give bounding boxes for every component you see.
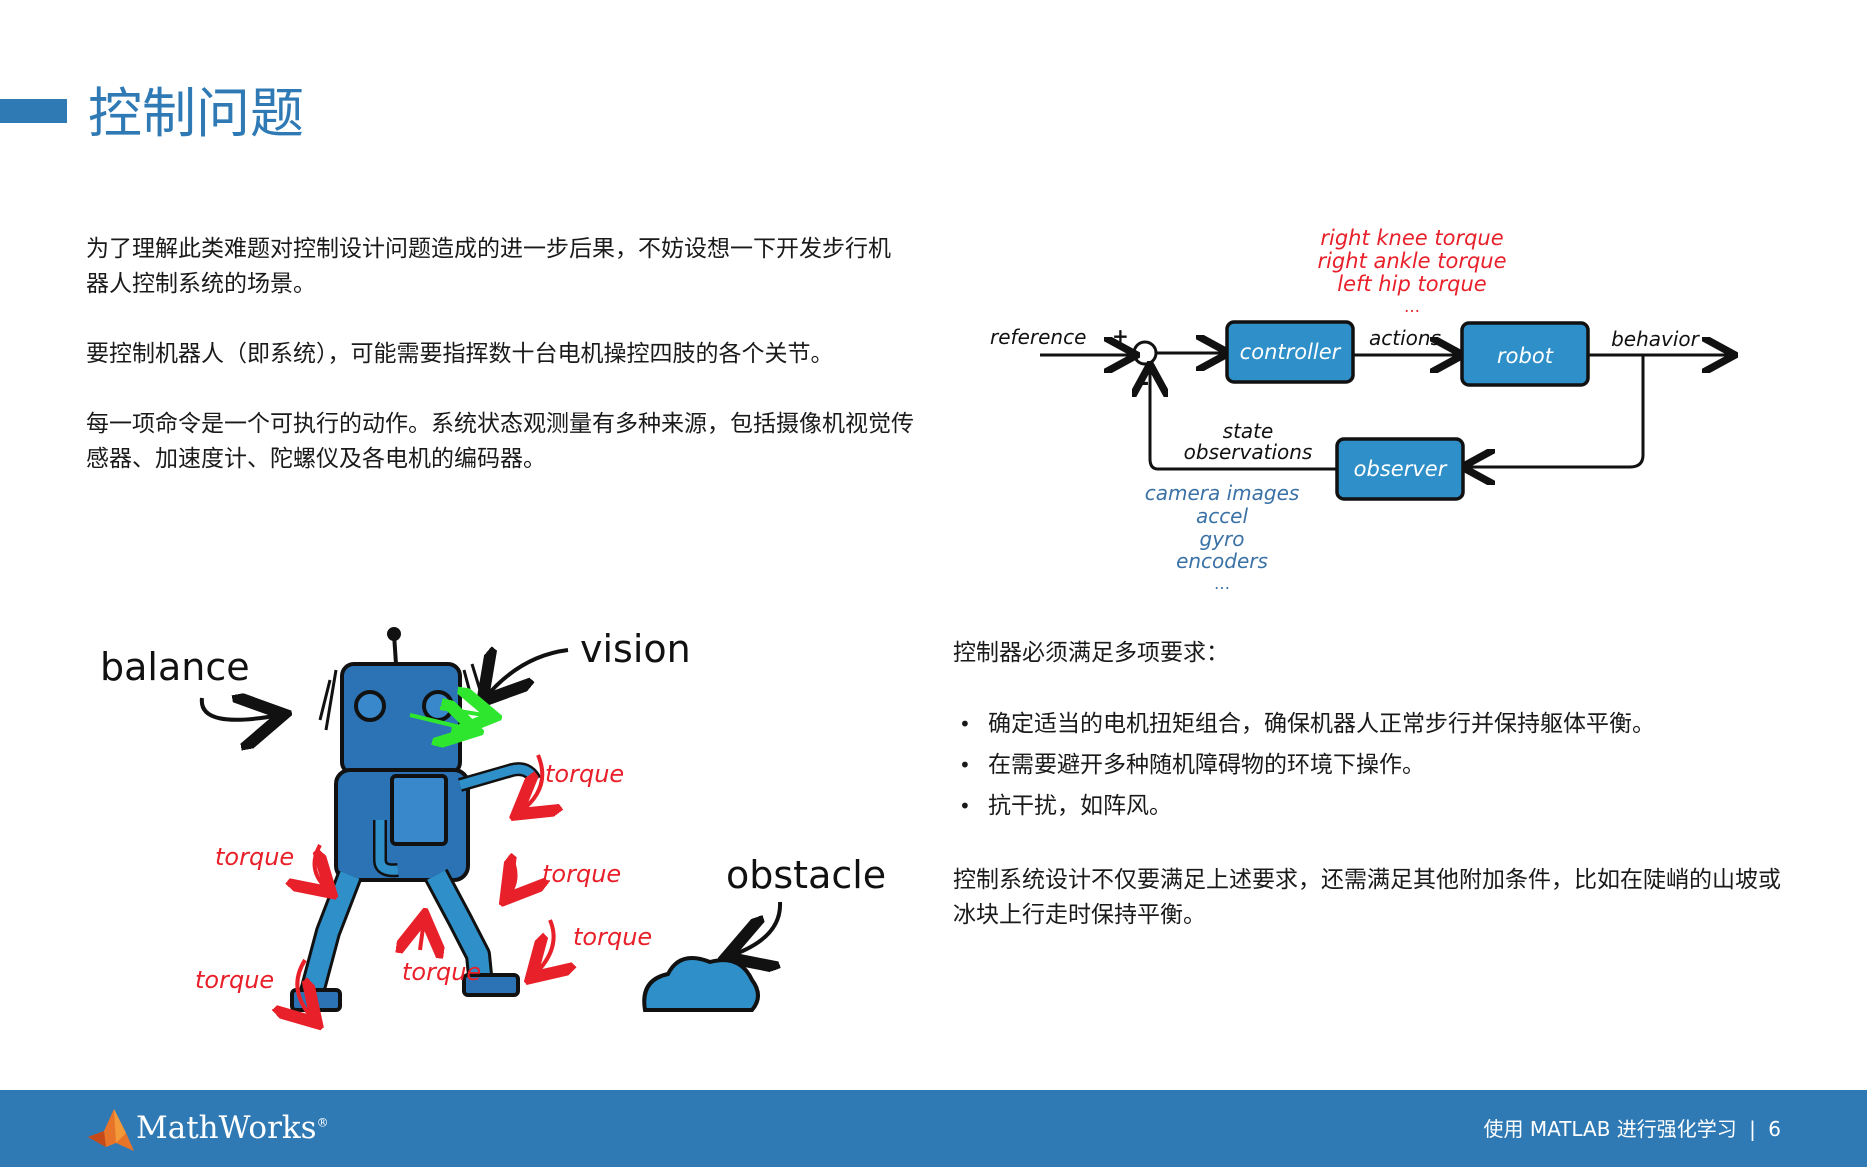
list-item-text: 在需要避开多种随机障碍物的环境下操作。 [988,752,1425,778]
observations-label: observations [1184,440,1313,464]
intro-paragraph-3: 每一项命令是一个可执行的动作。系统状态观测量有多种来源，包括摄像机视觉传感器、加… [86,411,914,472]
robot-illustration: balance vision obstacle torque torque [100,627,886,1040]
mathworks-logo: MathWorks® [136,1110,329,1146]
requirements-list: • 确定适当的电机扭矩组合，确保机器人正常步行并保持躯体平衡。 • 在需要避开多种随… [953,704,1813,827]
balance-arrow [199,698,280,720]
control-loop-diagram: right knee torque right ankle torque lef… [990,226,1750,593]
mathworks-membrane-icon [88,1109,134,1151]
list-item-text: 确定适当的电机扭矩组合，确保机器人正常步行并保持躯体平衡。 [988,711,1655,737]
sensor-list-item: encoders [1176,549,1268,573]
list-item-text: 抗干扰，如阵风。 [988,793,1172,819]
sensor-list-item: camera images [1145,481,1300,505]
vision-arrow [485,650,569,698]
robot-label: robot [1497,344,1554,368]
reference-label: reference [990,325,1086,349]
obstacle-label: obstacle [726,853,886,897]
list-item: • 抗干扰，如阵风。 [953,786,1813,827]
plus-sign: + [1112,324,1129,348]
list-item: • 确定适当的电机扭矩组合，确保机器人正常步行并保持躯体平衡。 [953,704,1813,745]
torque-list-item: left hip torque [1337,272,1486,296]
sensor-list-ellipsis: … [1214,574,1230,593]
torque-label: torque [573,923,652,951]
torque-arrow [297,958,314,1020]
torque-label: torque [402,958,481,986]
list-item: • 在需要避开多种随机障碍物的环境下操作。 [953,745,1813,786]
torque-arrow [508,855,516,896]
torque-list-item: right ankle torque [1317,249,1506,273]
obstacle-blob [642,956,760,1012]
page-number: 6 [1768,1117,1781,1141]
controller-block [1225,320,1355,384]
behavior-label: behavior [1611,327,1701,351]
torque-arrow [520,754,542,812]
sensor-list-item: gyro [1200,527,1245,551]
intro-paragraph-1: 为了理解此类难题对控制设计问题造成的进一步后果，不妨设想一下开发步行机器人控制系… [86,236,891,297]
requirements-outro: 控制系统设计不仅要满足上述要求，还需满足其他附加条件，比如在陡峭的山坡或冰块上行… [953,867,1781,928]
summing-junction [1132,340,1158,366]
obstacle-arrow [730,901,783,956]
bullet-mark: • [959,794,971,818]
requirements-intro: 控制器必须满足多项要求： [953,640,1229,666]
bullet-mark: • [959,753,971,777]
torque-list-ellipsis: … [1404,297,1420,316]
doc-title: 使用 MATLAB 进行强化学习 [1483,1117,1737,1141]
intro-paragraph-2: 要控制机器人（即系统），可能需要指挥数十台电机操控四肢的各个关节。 [86,341,834,367]
vision-label: vision [580,627,691,671]
footer-doc-info: 使用 MATLAB 进行强化学习 | 6 [1483,1113,1781,1142]
torque-label: torque [545,760,624,788]
state-label: state [1223,419,1274,443]
title-accent-bar [0,99,67,123]
actions-label: actions [1369,326,1441,350]
torque-arrow [420,920,424,950]
sensor-list-item: accel [1196,504,1249,528]
torque-label: torque [195,966,274,994]
minus-sign: - [1140,371,1149,396]
torque-label: torque [542,860,621,888]
balance-label: balance [100,645,250,689]
torque-arrow [534,919,554,975]
bullet-mark: • [959,712,971,736]
observer-label: observer [1354,457,1448,481]
footer-bar [0,1090,1867,1167]
torque-list-item: right knee torque [1320,226,1503,250]
page-title: 控制问题 [88,82,304,145]
controller-label: controller [1240,340,1342,364]
robot-figure [290,627,542,1012]
torque-label: torque [215,843,294,871]
vision-ray [439,708,490,716]
footer-separator: | [1749,1117,1756,1141]
torque-arrow [315,844,328,890]
